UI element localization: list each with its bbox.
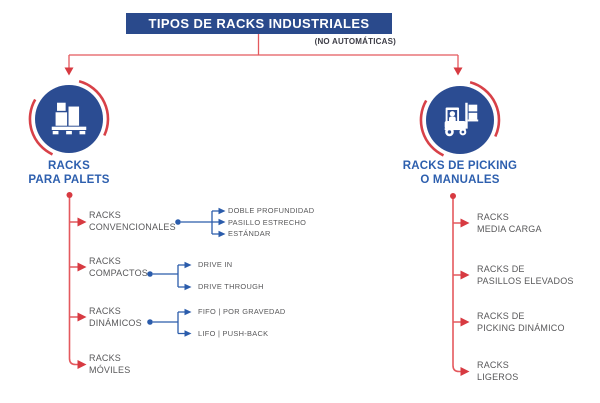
tree-item-racks-pasillos-elevados: RACKS DE PASILLOS ELEVADOS bbox=[477, 264, 574, 286]
sub-item-lifo-push-back: LIFO | PUSH-BACK bbox=[198, 328, 269, 338]
convencionales-sub-lines bbox=[180, 210, 219, 235]
sub-item-drive-through: DRIVE THROUGH bbox=[198, 282, 264, 291]
tree-item-racks-moviles: RACKS MÓVILES bbox=[89, 353, 131, 375]
left-tree-dot-arrows bbox=[66, 192, 87, 369]
left-tree-lines bbox=[68, 196, 78, 366]
compactos-sub-dot-arrows bbox=[147, 261, 192, 291]
sub-item-pasillo-estrecho: PASILLO ESTRECHO bbox=[228, 217, 307, 227]
sub-item-fifo-por-gravedad: FIFO | POR GRAVEDAD bbox=[198, 307, 286, 316]
tree-item-racks-ligeros: RACKS LIGEROS bbox=[477, 360, 519, 382]
sub-item-doble-profundidad: DOBLE PROFUNDIDAD bbox=[228, 206, 315, 215]
right-node-circle bbox=[426, 86, 494, 154]
right-node-label: RACKS DE PICKING O MANUALES bbox=[402, 160, 518, 186]
forklift-icon bbox=[444, 102, 479, 137]
right-tree-lines bbox=[452, 197, 461, 373]
sub-item-drive-in: DRIVE IN bbox=[198, 260, 233, 269]
page-title: TIPOS DE RACKS INDUSTRIALES bbox=[148, 16, 370, 31]
dinamicos-sub-lines bbox=[152, 311, 185, 335]
compactos-sub-lines bbox=[152, 264, 185, 288]
tree-item-racks-picking-dinamico: RACKS DE PICKING DINÁMICO bbox=[477, 311, 565, 333]
tree-item-racks-compactos: RACKS COMPACTOS bbox=[89, 256, 148, 278]
tree-item-racks-dinamicos: RACKS DINÁMICOS bbox=[89, 306, 142, 328]
dinamicos-sub-dot-arrows bbox=[147, 308, 192, 337]
left-node-label: RACKS PARA PALETS bbox=[28, 160, 110, 186]
left-node-circle bbox=[35, 85, 103, 153]
sub-item-estandar: ESTÁNDAR bbox=[228, 229, 271, 238]
pallet-boxes-icon bbox=[51, 102, 87, 135]
tree-item-racks-media-carga: RACKS MEDIA CARGA bbox=[477, 212, 542, 234]
right-tree-dot-arrows bbox=[450, 193, 470, 376]
tree-item-racks-convencionales: RACKS CONVENCIONALES bbox=[89, 210, 176, 232]
title-banner: TIPOS DE RACKS INDUSTRIALES bbox=[126, 13, 392, 34]
subtitle-text: (NO AUTOMÁTICAS) bbox=[314, 37, 396, 46]
top-connector-arrowheads bbox=[64, 67, 463, 76]
convencionales-sub-dot-arrows bbox=[175, 207, 226, 238]
